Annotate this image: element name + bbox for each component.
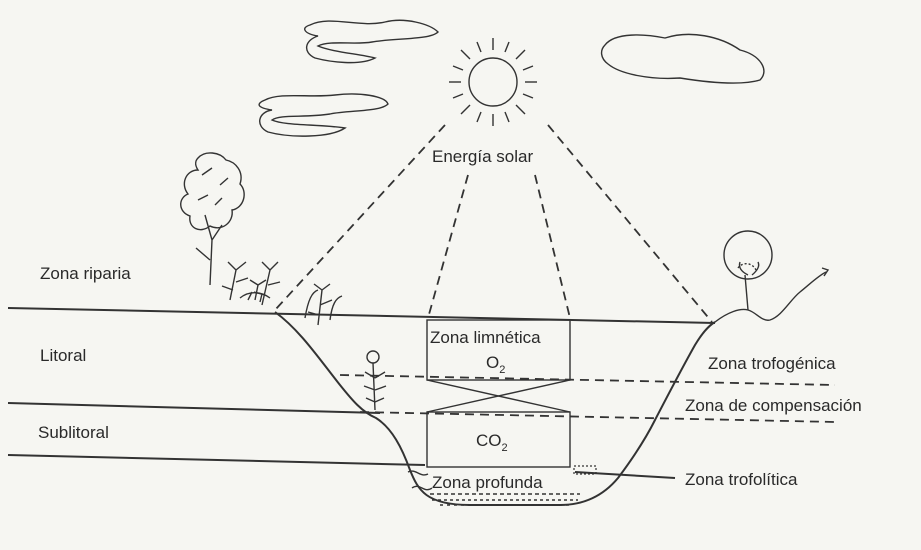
oxygen-label: O2 <box>486 353 505 376</box>
aquatic-plant-icon <box>364 351 386 410</box>
riparian-boundary-line <box>8 308 715 323</box>
littoral-label: Litoral <box>40 346 86 365</box>
co2-subscript: 2 <box>502 442 508 454</box>
tropholytic-pointer <box>575 472 675 478</box>
deep-zone-label: Zona profunda <box>432 473 543 492</box>
solar-energy-label: Energía solar <box>432 147 533 166</box>
limnetic-zone-label: Zona limnética <box>430 328 541 347</box>
riparian-tree-icon <box>181 153 244 285</box>
cloud-top-center <box>305 20 438 62</box>
oxygen-symbol: O <box>486 353 499 372</box>
riparian-zone-label: Zona riparia <box>40 264 131 283</box>
tropholytic-zone-label: Zona trofolítica <box>685 470 798 489</box>
oxygen-subscript: 2 <box>499 364 505 376</box>
sun-icon <box>449 38 537 126</box>
sublittoral-boundary-line <box>8 455 425 465</box>
co2-label: CO2 <box>476 431 508 454</box>
inflow-stream-line <box>715 272 826 322</box>
cloud-left <box>259 94 388 136</box>
shore-tree-icon <box>724 231 772 310</box>
cloud-right <box>602 34 764 83</box>
littoral-boundary-line <box>8 403 380 413</box>
trophogenic-boundary-dash <box>340 375 835 385</box>
sublittoral-label: Sublitoral <box>38 423 109 442</box>
trophogenic-zone-label: Zona trofogénica <box>708 354 836 373</box>
compensation-zone-label: Zona de compensación <box>685 396 862 415</box>
co2-symbol: CO <box>476 431 502 450</box>
